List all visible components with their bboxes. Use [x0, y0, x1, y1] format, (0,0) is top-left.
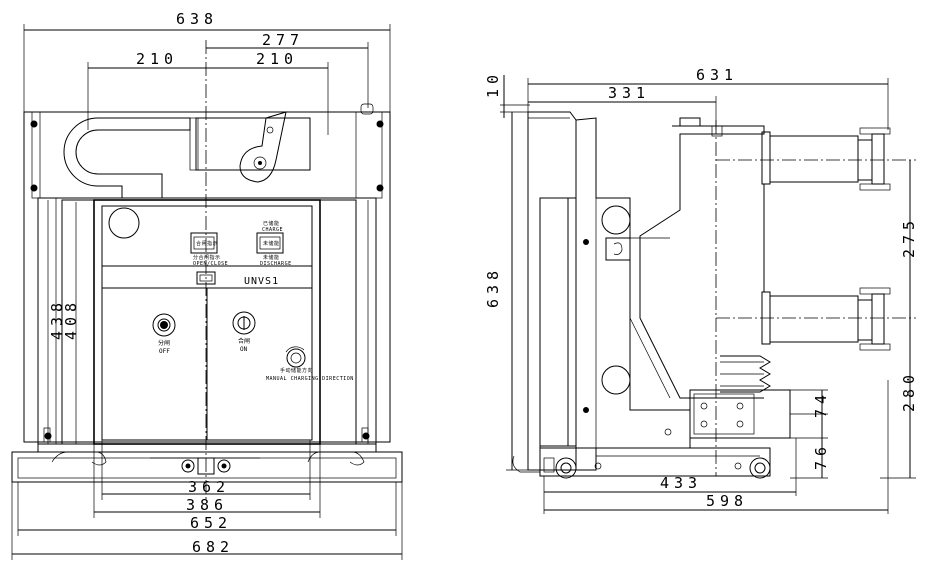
charging-en: MANUAL CHARGING DIRECTION	[266, 376, 354, 382]
dim-front-277: 277	[262, 31, 304, 49]
dim-side-631: 631	[696, 66, 738, 84]
off-en: OFF	[159, 348, 170, 355]
left-indicator-caption-en: OPEN/CLOSE	[193, 261, 228, 267]
model-label: UNVS1	[244, 276, 279, 287]
dim-side-275: 275	[900, 216, 918, 258]
dim-front-210-left: 210	[136, 50, 178, 68]
dim-side-331: 331	[608, 84, 650, 102]
off-cn: 分闸	[158, 339, 170, 347]
on-en: ON	[240, 346, 248, 353]
dim-front-362: 362	[188, 478, 230, 496]
dim-side-280: 280	[900, 370, 918, 412]
on-cn: 合闸	[238, 337, 250, 345]
dim-side-638: 638	[484, 266, 502, 308]
dim-side-74: 74	[812, 390, 830, 418]
dim-front-682: 682	[192, 538, 234, 556]
front-view: 638 277 210 210	[11, 10, 403, 560]
left-indicator-text: 合闸指示	[196, 240, 218, 247]
dim-front-386: 386	[186, 496, 228, 514]
dim-side-433: 433	[660, 474, 702, 492]
dim-front-652: 652	[190, 514, 232, 532]
dim-side-76: 76	[812, 442, 830, 470]
right-indicator-top-cn: 已储能	[263, 220, 280, 227]
left-indicator-caption-cn: 分合闸指示	[193, 254, 221, 261]
dim-side-598: 598	[706, 492, 748, 510]
right-indicator-top-en: CHARGE	[262, 227, 283, 233]
dim-side-10: 10	[484, 70, 502, 98]
right-indicator-caption-en: DISCHARGE	[260, 261, 292, 267]
right-indicator-text: 未储能	[263, 240, 280, 247]
dim-front-638: 638	[176, 10, 218, 28]
dim-front-408: 408	[62, 298, 80, 340]
dim-front-210-right: 210	[256, 50, 298, 68]
side-view: 10 631 331 638	[484, 66, 918, 514]
dim-front-438: 438	[48, 298, 66, 340]
right-indicator-caption-cn: 未储能	[263, 254, 280, 261]
charging-cn: 手动储能方向	[280, 367, 313, 374]
